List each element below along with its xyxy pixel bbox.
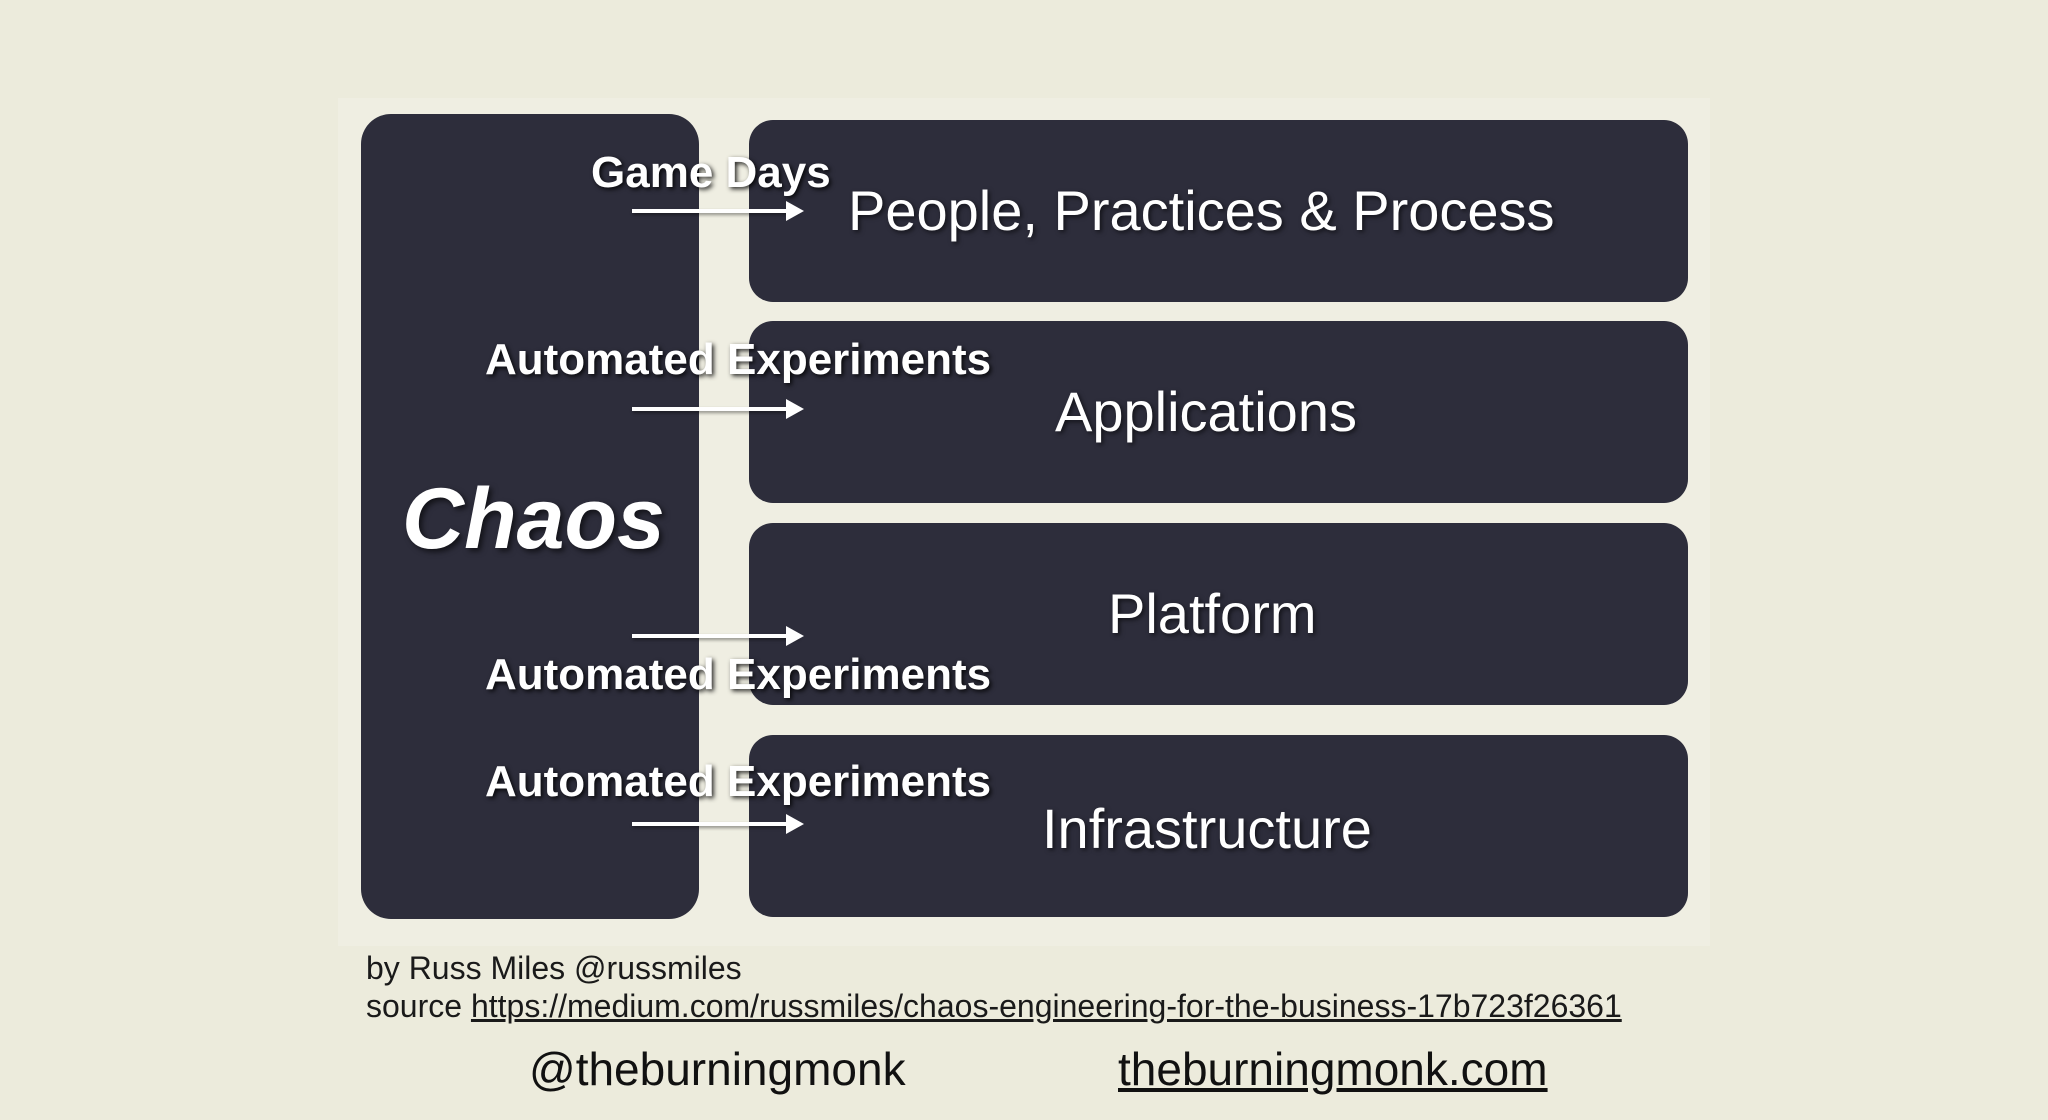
layer-applications xyxy=(749,321,1688,503)
source-prefix: source xyxy=(366,988,471,1024)
layer-people-practices-process xyxy=(749,120,1688,302)
chaos-box xyxy=(361,114,699,919)
practice-label-platform: Automated Experiments xyxy=(485,650,992,699)
layer-label-people-practices-process: People, Practices & Process xyxy=(848,179,1555,242)
layer-infrastructure xyxy=(749,735,1688,917)
arrow-applications xyxy=(632,399,804,419)
practice-label-game-days: Game Days xyxy=(591,148,831,197)
arrow-platform xyxy=(632,626,804,646)
source-link[interactable]: https://medium.com/russmiles/chaos-engin… xyxy=(470,988,1622,1024)
practice-label-applications: Automated Experiments xyxy=(485,335,992,384)
layer-platform xyxy=(749,523,1688,705)
source-credit: source https://medium.com/russmiles/chao… xyxy=(366,988,1622,1025)
layer-label-platform: Platform xyxy=(1108,582,1317,645)
arrow-infrastructure xyxy=(632,814,804,834)
arrow-game-days xyxy=(632,201,804,221)
footer-website-link[interactable]: theburningmonk.com xyxy=(1118,1043,1548,1095)
chaos-label: Chaos xyxy=(402,471,665,567)
practice-label-infrastructure: Automated Experiments xyxy=(485,757,992,806)
author-credit: by Russ Miles @russmiles xyxy=(366,950,742,986)
footer-handle: @theburningmonk xyxy=(529,1043,906,1095)
layer-label-applications: Applications xyxy=(1055,380,1357,443)
layer-label-infrastructure: Infrastructure xyxy=(1042,797,1372,860)
